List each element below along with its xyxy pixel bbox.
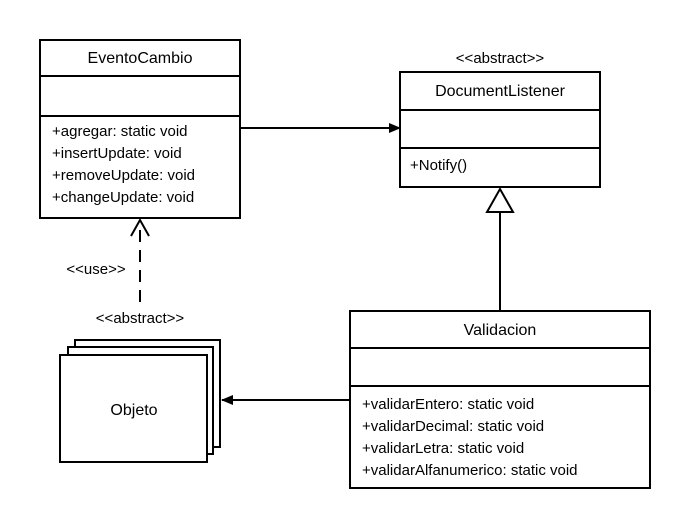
method-change-update: +changeUpdate: void — [52, 189, 194, 206]
method-insert-update: +insertUpdate: void — [52, 145, 182, 162]
class-validacion[interactable]: Validacion +validarEntero: static void +… — [349, 310, 651, 489]
class-objeto[interactable]: <<abstract>> Objeto — [59, 310, 221, 463]
stereotype-document-listener: <<abstract>> — [456, 50, 545, 67]
method-agregar: +agregar: static void — [52, 123, 188, 140]
dependency-arrow-use — [130, 217, 150, 302]
class-name-evento-cambio: EventoCambio — [88, 50, 193, 67]
class-document-listener[interactable]: <<abstract>> DocumentListener +Notify() — [399, 50, 601, 188]
method-remove-update: +removeUpdate: void — [52, 167, 195, 184]
class-name-document-listener: DocumentListener — [435, 83, 566, 100]
method-validar-entero: +validarEntero: static void — [362, 396, 534, 413]
method-validar-letra: +validarLetra: static void — [362, 440, 524, 457]
inheritance-arrow-validacion-to-listener — [485, 186, 515, 311]
use-label: <<use>> — [66, 261, 125, 278]
class-evento-cambio[interactable]: EventoCambio +agregar: static void +inse… — [39, 39, 241, 219]
class-name-validacion: Validacion — [464, 322, 537, 339]
method-notify: +Notify() — [410, 157, 467, 174]
method-validar-alfanumerico: +validarAlfanumerico: static void — [362, 462, 578, 479]
method-validar-decimal: +validarDecimal: static void — [362, 418, 544, 435]
class-name-objeto: Objeto — [110, 402, 157, 419]
stereotype-objeto: <<abstract>> — [96, 310, 185, 327]
